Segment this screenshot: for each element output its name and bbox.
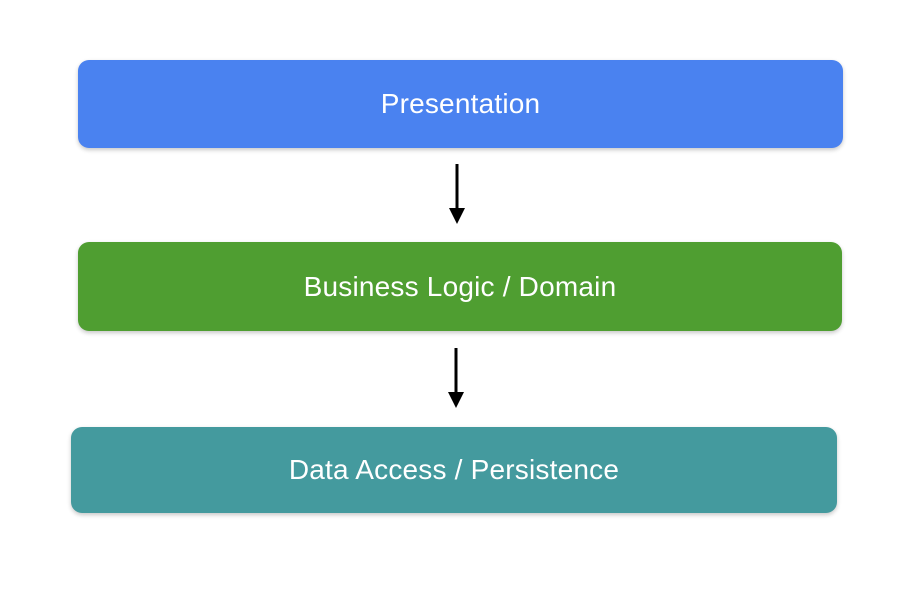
node-business-logic-label: Business Logic / Domain — [303, 270, 617, 302]
node-presentation-label: Presentation — [380, 88, 541, 119]
node-data-access-layer: Data Access / Persistence — [71, 427, 837, 513]
arrow-down-icon — [448, 348, 464, 408]
node-presentation-layer: Presentation — [78, 60, 843, 148]
arrow-down-icon — [449, 164, 465, 224]
node-business-logic-layer: Business Logic / Domain — [78, 242, 842, 331]
node-data-access-label: Data Access / Persistence — [288, 454, 620, 485]
